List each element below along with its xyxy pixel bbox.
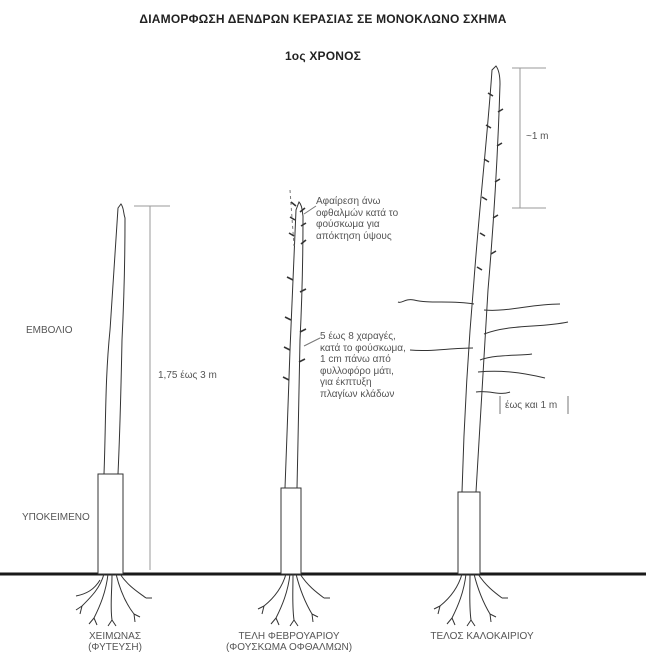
tree-1-rootstock: [98, 474, 123, 574]
stage-3-caption: ΤΕΛΟΣ ΚΑΛΟΚΑΙΡΙΟΥ: [417, 631, 547, 642]
stage-1-caption: ΧΕΙΜΩΝΑΣ (ΦΥΤΕΥΣΗ): [70, 631, 160, 653]
tree-1: [76, 204, 170, 626]
tree-3-branch-length-label: έως και 1 m: [505, 400, 557, 411]
tree-3-scion: [462, 66, 500, 492]
tree-2: [258, 190, 330, 626]
stage-2-caption: ΤΕΛΗ ΦΕΒΡΟΥΑΡΙΟΥ (ΦΟΥΣΚΩΜΑ ΟΦΘΑΛΜΩΝ): [219, 631, 359, 653]
tree-1-scion: [104, 204, 125, 474]
tree-3-top-growth-label: ~1 m: [526, 131, 549, 142]
tree-1-roots: [76, 574, 152, 626]
tree-2-rootstock: [281, 488, 301, 574]
tree-2-roots: [258, 574, 330, 626]
tree-2-note-top-leader: [304, 206, 316, 214]
tree-2-note-top: Αφαίρεση άνω οφθαλμών κατά το φούσκωμα γ…: [316, 196, 398, 242]
tree-3-rootstock: [458, 492, 480, 574]
tree-1-height-label: 1,75 έως 3 m: [158, 370, 217, 381]
tree-2-note-mid: 5 έως 8 χαραγές, κατά το φούσκωμα, 1 cm …: [320, 331, 406, 400]
tree-3: [398, 66, 568, 626]
tree-3-roots: [434, 574, 508, 626]
tree-2-note-mid-leader: [304, 338, 320, 346]
